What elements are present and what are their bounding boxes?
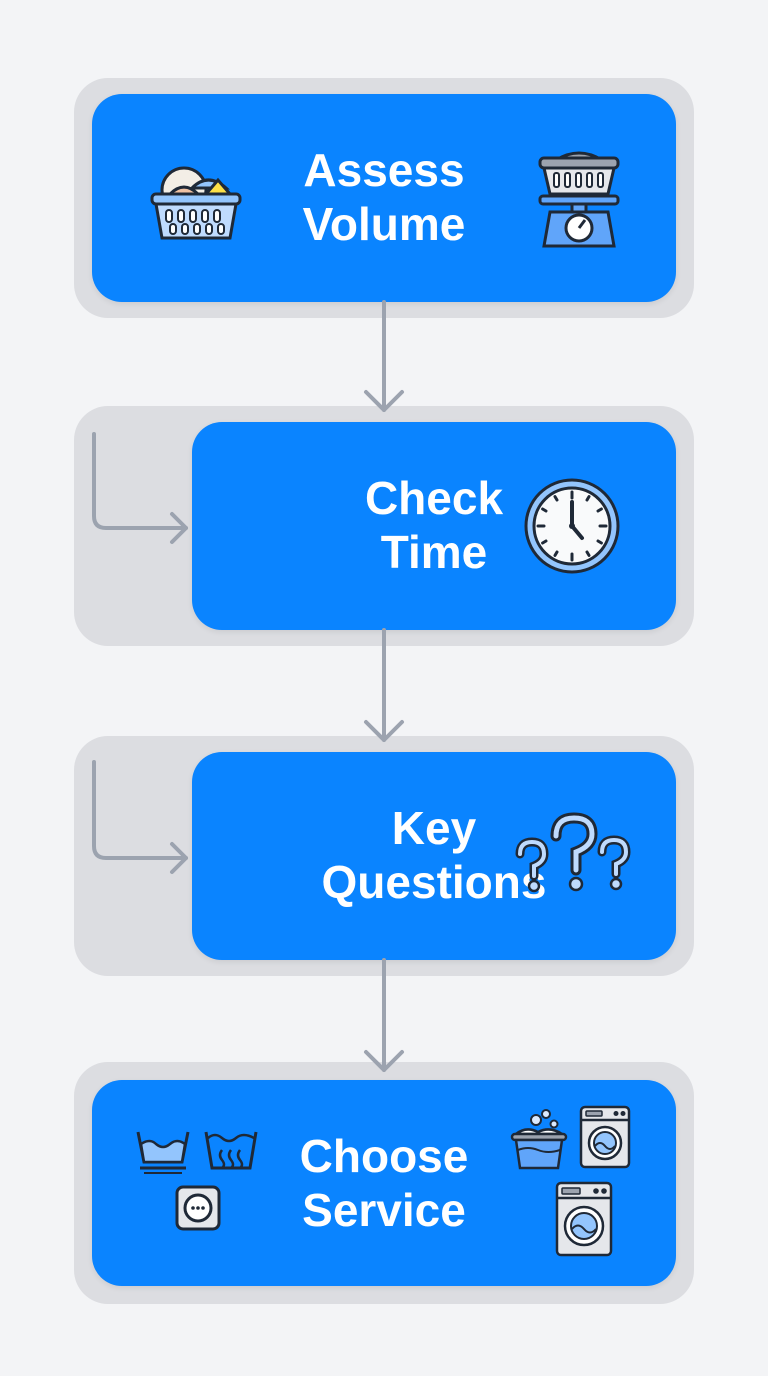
step-2-line-2: Time bbox=[380, 526, 488, 578]
step-3-line-1: Key bbox=[391, 802, 477, 854]
step-4-line-1: Choose bbox=[299, 1130, 469, 1182]
wash-warm-symbol-icon bbox=[204, 1131, 258, 1170]
wash-tub-icon bbox=[510, 1109, 568, 1170]
basket-on-scale-icon bbox=[538, 151, 620, 248]
step-2-label: Check Time bbox=[192, 470, 676, 580]
step-4-label: Choose Service bbox=[92, 1128, 676, 1238]
side-arrowhead-2 bbox=[170, 512, 188, 544]
step-3-line-2: Questions bbox=[321, 856, 547, 908]
step-1-card: Assess Volume bbox=[92, 94, 676, 302]
washing-machine-icon bbox=[579, 1105, 631, 1169]
washing-machine-large-icon bbox=[555, 1181, 613, 1257]
clock-icon bbox=[524, 478, 620, 574]
wash-symbol-icon bbox=[136, 1131, 190, 1174]
side-arrowhead-3 bbox=[170, 842, 188, 874]
step-1-line-2: Volume bbox=[302, 198, 466, 250]
side-arrow-2 bbox=[92, 432, 188, 530]
step-1-line-1: Assess bbox=[303, 144, 465, 196]
side-arrow-3 bbox=[92, 760, 188, 860]
arrowhead-2-3 bbox=[364, 720, 404, 742]
step-1-label: Assess Volume bbox=[92, 142, 676, 252]
dry-symbol-icon bbox=[175, 1185, 221, 1231]
question-marks-icon bbox=[515, 812, 631, 893]
step-4-line-2: Service bbox=[302, 1184, 466, 1236]
step-3-label: Key Questions bbox=[192, 800, 676, 910]
step-2-card: Check Time bbox=[192, 422, 676, 630]
arrowhead-1-2 bbox=[364, 390, 404, 412]
step-2-line-1: Check bbox=[364, 472, 504, 524]
laundry-basket-icon bbox=[150, 166, 242, 240]
arrowhead-3-4 bbox=[364, 1050, 404, 1072]
step-4-card: Choose Service bbox=[92, 1080, 676, 1286]
step-3-card: Key Questions bbox=[192, 752, 676, 960]
